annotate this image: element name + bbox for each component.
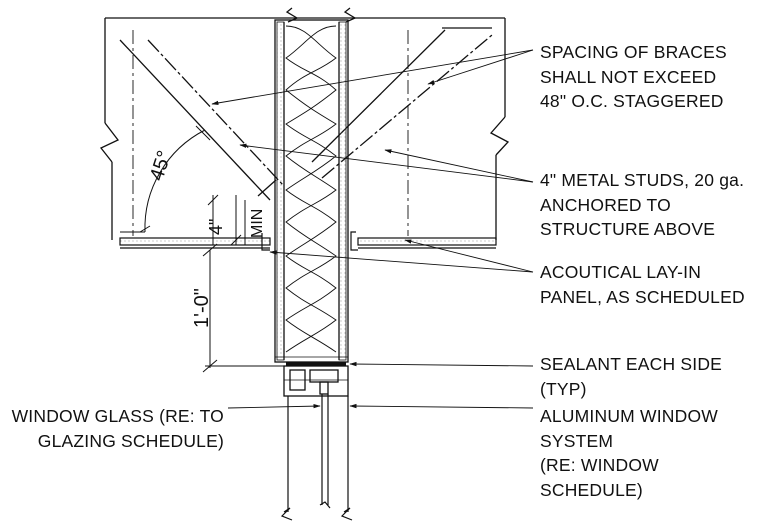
- clearance-qualifier: MIN: [249, 209, 266, 238]
- metal-stud-wall: [274, 19, 349, 363]
- structure-above: [99, 7, 510, 240]
- left-diagonal-brace: [119, 39, 284, 201]
- aluminum-window-note: ALUMINUM WINDOW SYSTEM (RE: WINDOW SCHED…: [540, 406, 718, 500]
- drop-label: 1'-0": [191, 288, 213, 328]
- ceiling-panel-right: [350, 231, 497, 251]
- window-glass: [319, 394, 331, 509]
- right-diagonal-brace: [311, 27, 493, 179]
- angle-dimension: [120, 125, 211, 233]
- clearance-dimension: [207, 194, 246, 246]
- aluminum-window-frame: [283, 362, 349, 397]
- metal-studs-note: 4" METAL STUDS, 20 ga. ANCHORED TO STRUC…: [540, 170, 745, 239]
- angle-label: 45°: [146, 148, 176, 184]
- batt-insulation: [285, 25, 337, 353]
- brace-spacing-note: SPACING OF BRACES SHALL NOT EXCEED 48" O…: [540, 42, 727, 111]
- ceiling-panel-left: [119, 233, 271, 251]
- drop-dimension: [202, 243, 286, 373]
- lay-in-panel-note: ACOUTICAL LAY-IN PANEL, AS SCHEDULED: [540, 262, 745, 307]
- sealant-note: SEALANT EACH SIDE (TYP): [540, 354, 723, 399]
- window-glass-note: WINDOW GLASS (RE: TO GLAZING SCHEDULE): [11, 406, 224, 451]
- clearance-label: 4": [206, 219, 226, 235]
- leader-lines: [211, 49, 534, 409]
- wall-below: [280, 396, 353, 521]
